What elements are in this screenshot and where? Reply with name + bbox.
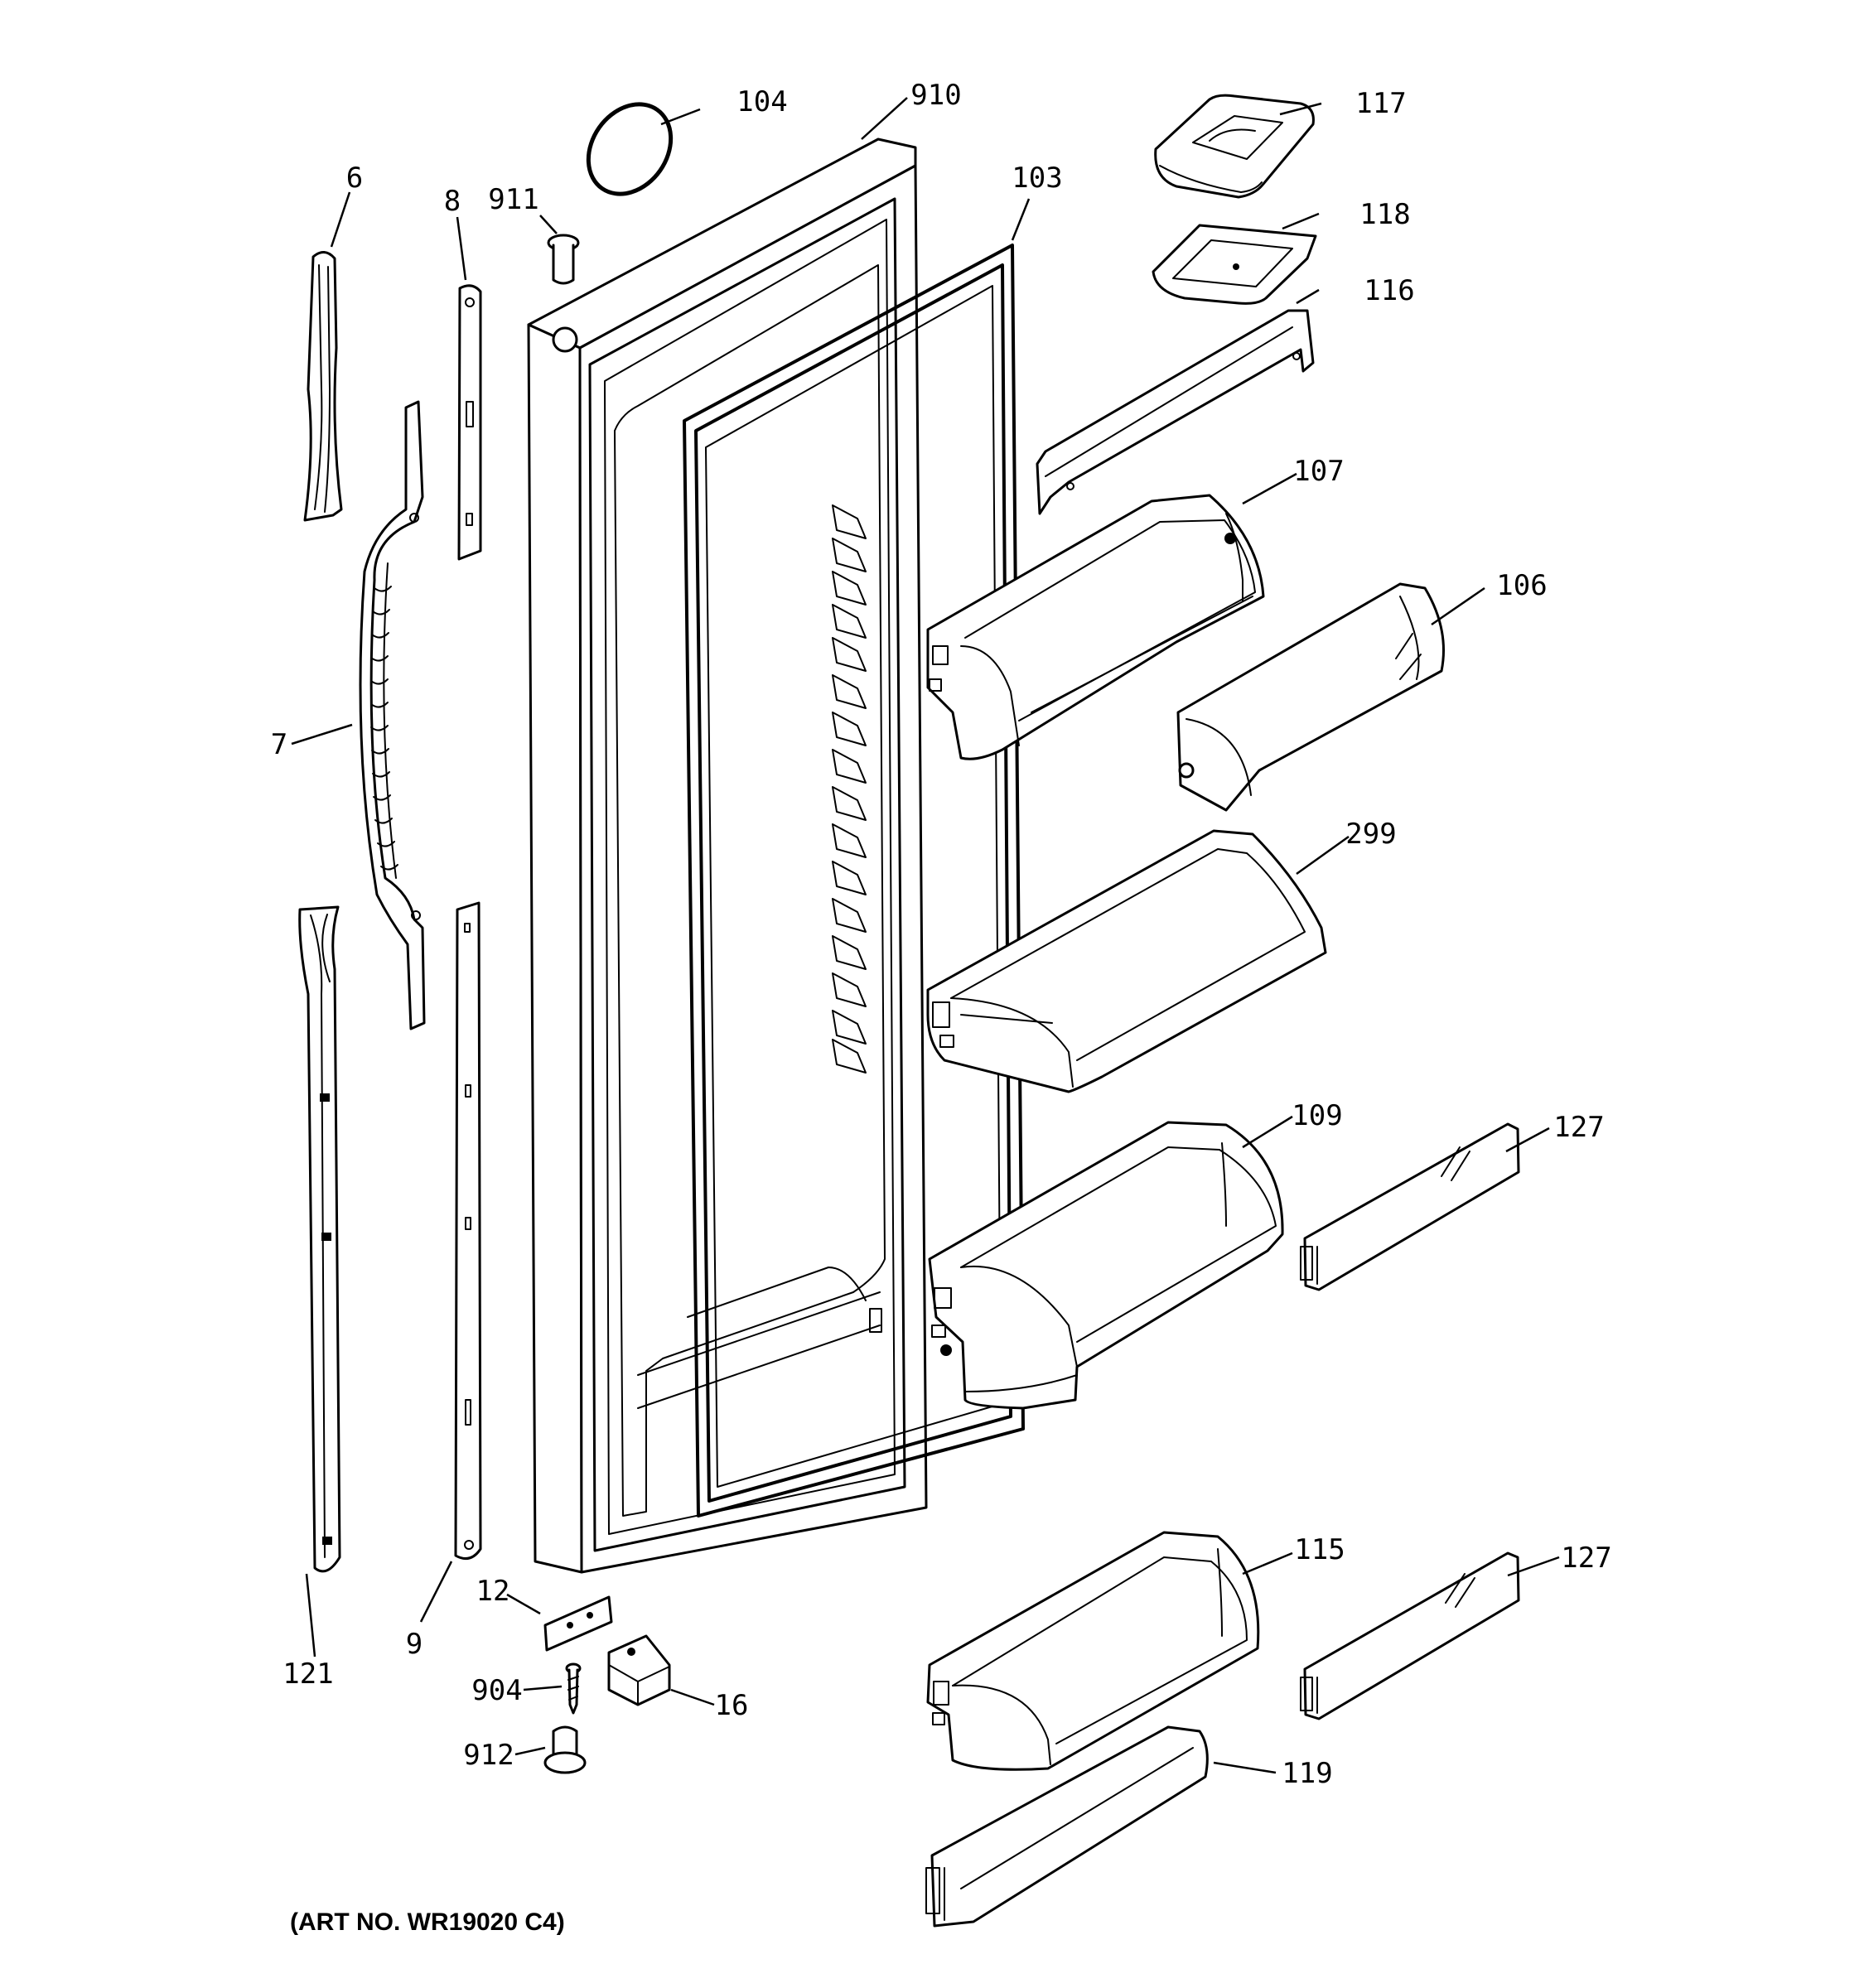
callout-119: 119 — [1282, 1757, 1332, 1790]
callout-104: 104 — [736, 85, 787, 118]
part-116-retainer-bar — [1036, 309, 1315, 515]
callout-109: 109 — [1292, 1099, 1342, 1132]
art-number: (ART NO. WR19020 C4) — [290, 1908, 565, 1936]
callout-127-upper: 127 — [1553, 1111, 1604, 1144]
part-121-handle-trim-bottom — [298, 905, 341, 1573]
callout-12: 12 — [476, 1575, 510, 1608]
part-904-screw — [565, 1662, 582, 1715]
part-106-door-bin — [1176, 582, 1445, 812]
callout-107: 107 — [1293, 455, 1344, 488]
callout-127-lower: 127 — [1561, 1542, 1611, 1575]
leader-lines — [291, 97, 1560, 1774]
part-127-bin-front-upper — [1300, 1122, 1520, 1291]
callout-910: 910 — [910, 79, 961, 112]
part-910-door-assembly — [527, 138, 928, 1574]
part-299-door-shelf — [926, 829, 1327, 1093]
callout-912: 912 — [463, 1739, 514, 1772]
part-104-gasket-ring — [586, 102, 674, 196]
callout-7: 7 — [271, 728, 287, 761]
callout-8: 8 — [444, 185, 461, 218]
part-9-mount-strip-bottom — [454, 901, 482, 1561]
part-119-bin-front — [925, 1725, 1209, 1928]
callout-115: 115 — [1294, 1533, 1345, 1566]
part-6-handle-trim-top — [303, 251, 343, 522]
part-115-door-bin — [926, 1531, 1260, 1771]
callout-9: 9 — [406, 1628, 423, 1661]
callout-299: 299 — [1345, 818, 1396, 851]
callout-118: 118 — [1359, 198, 1410, 231]
callout-16: 16 — [715, 1689, 749, 1722]
part-911-bushing — [547, 234, 580, 285]
callout-103: 103 — [1012, 162, 1062, 195]
part-7-door-handle — [359, 400, 426, 1030]
part-118-dairy-bin — [1152, 224, 1317, 305]
part-127-bin-front-lower — [1300, 1551, 1520, 1720]
callout-121: 121 — [282, 1657, 333, 1691]
callout-904: 904 — [471, 1674, 522, 1707]
part-912-bushing — [543, 1725, 587, 1774]
part-117-dairy-cover — [1154, 94, 1315, 199]
callout-6: 6 — [346, 162, 363, 195]
part-8-mount-strip-top — [457, 284, 482, 561]
part-107-door-bin — [926, 494, 1265, 760]
part-109-door-bin — [928, 1121, 1284, 1410]
callout-911: 911 — [488, 183, 538, 216]
callout-106: 106 — [1496, 569, 1547, 602]
callout-labels: 104 910 117 6 8 911 103 118 116 107 106 … — [271, 79, 1612, 1790]
part-12-hinge-bracket — [543, 1595, 613, 1652]
callout-117: 117 — [1355, 87, 1406, 120]
part-16-hinge-block — [607, 1634, 671, 1706]
callout-116: 116 — [1364, 274, 1414, 307]
